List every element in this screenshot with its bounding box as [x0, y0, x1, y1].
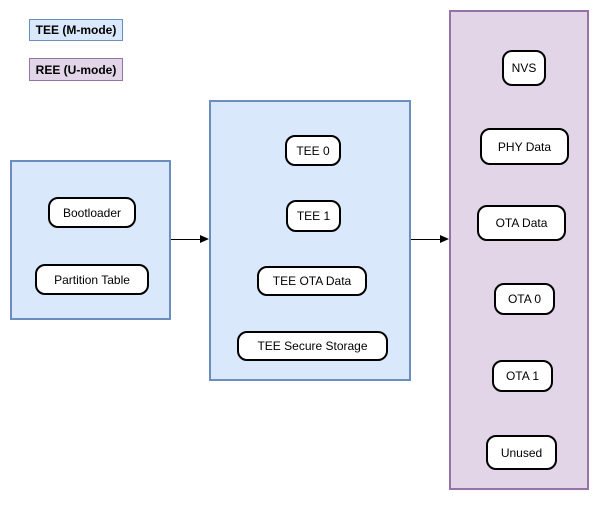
region-ree: NVS PHY Data OTA Data OTA 0 OTA 1 Unused — [449, 10, 589, 490]
node-phy-data: PHY Data — [480, 128, 569, 165]
arrow-line — [171, 239, 202, 240]
node-tee-0: TEE 0 — [285, 135, 341, 166]
node-partition-table: Partition Table — [35, 264, 149, 295]
node-tee-1: TEE 1 — [286, 200, 341, 232]
node-tee-secure-storage: TEE Secure Storage — [237, 331, 388, 361]
arrow-head-icon — [440, 235, 449, 243]
legend-ree: REE (U-mode) — [29, 58, 123, 81]
region-boot: Bootloader Partition Table — [10, 160, 171, 320]
region-tee: TEE 0 TEE 1 TEE OTA Data TEE Secure Stor… — [209, 100, 411, 381]
legend-tee-label: TEE (M-mode) — [35, 23, 117, 37]
node-ota-data: OTA Data — [477, 205, 566, 241]
node-ota-0: OTA 0 — [494, 283, 555, 315]
node-bootloader: Bootloader — [48, 197, 136, 228]
arrow-head-icon — [200, 235, 209, 243]
arrow-line — [411, 239, 442, 240]
node-nvs: NVS — [502, 50, 546, 86]
legend-tee: TEE (M-mode) — [29, 19, 123, 41]
node-ota-1: OTA 1 — [492, 360, 553, 392]
node-tee-ota-data: TEE OTA Data — [257, 266, 367, 296]
legend-ree-label: REE (U-mode) — [35, 62, 117, 77]
node-unused: Unused — [486, 435, 557, 470]
